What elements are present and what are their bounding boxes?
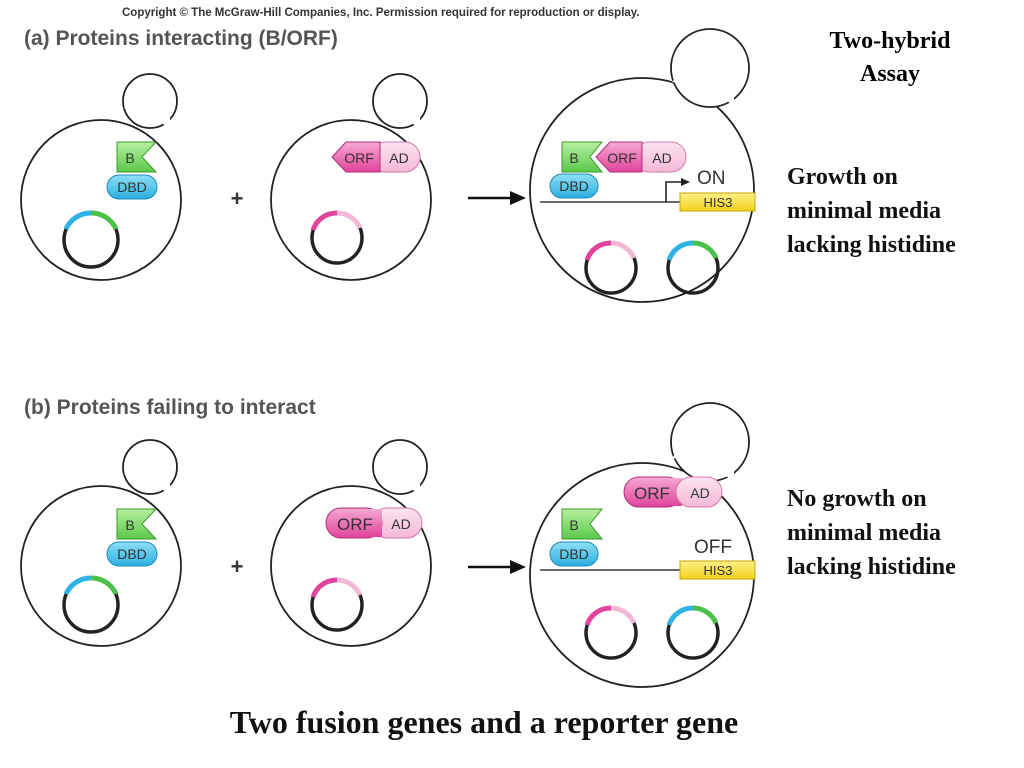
slide-caption: Two fusion genes and a reporter gene <box>229 704 739 740</box>
ad-protein: AD <box>371 507 423 539</box>
panel-b-diploid-cell: ORF AD HIS3 OFF DBD B <box>529 402 756 688</box>
panel-b-heading: (b) Proteins failing to interact <box>24 396 316 419</box>
arrow-a <box>468 191 526 205</box>
arrow-b <box>468 560 526 574</box>
ad-label: AD <box>690 485 709 501</box>
panel-b-prey-cell: AD ORF <box>270 439 432 647</box>
panel-a-result: Growth on minimal media lacking histidin… <box>787 160 956 262</box>
panel-b-result: No growth on minimal media lacking histi… <box>787 482 956 584</box>
bait-plasmid <box>62 210 120 269</box>
bait-label: B <box>125 150 134 166</box>
copyright-notice: Copyright © The McGraw-Hill Companies, I… <box>122 7 640 19</box>
assay-title-line-1: Two-hybrid <box>829 28 951 54</box>
bait-label: B <box>125 517 134 533</box>
plus-sign-b: + <box>231 554 244 579</box>
bait-plasmid <box>666 240 720 295</box>
panel-a-prey-cell: AD ORF <box>270 73 432 281</box>
panel-b-result-line-1: No growth on <box>787 486 927 512</box>
dbd-protein: DBD <box>549 541 599 567</box>
dbd-protein: DBD <box>106 174 158 200</box>
orf-protein: ORF <box>325 507 383 539</box>
panel-a-heading: (a) Proteins interacting (B/ORF) <box>24 27 338 50</box>
prey-plasmid <box>310 577 364 632</box>
panel-a-result-line-1: Growth on <box>787 164 898 190</box>
plus-sign-a: + <box>231 186 244 211</box>
bait-plasmid <box>62 575 120 634</box>
ad-label: AD <box>652 150 671 166</box>
ad-protein: AD <box>369 141 421 173</box>
bait-label: B <box>569 150 578 166</box>
transcription-arrow <box>665 178 690 202</box>
panel-b-bait-cell: DBD B <box>20 439 182 647</box>
assay-title-line-2: Assay <box>859 61 920 87</box>
dbd-label: DBD <box>117 179 147 195</box>
orf-label: ORF <box>607 150 637 166</box>
bait-protein: B <box>116 141 158 173</box>
prey-plasmid <box>584 240 638 295</box>
orf-label: ORF <box>634 484 670 503</box>
panel-b-result-line-3: lacking histidine <box>787 554 956 580</box>
orf-protein: ORF <box>595 141 643 173</box>
ad-label: AD <box>389 150 408 166</box>
dbd-protein: DBD <box>549 173 599 199</box>
his3-label: HIS3 <box>704 195 733 210</box>
prey-plasmid <box>584 605 638 660</box>
orf-protein: ORF <box>331 141 381 173</box>
panel-a-result-line-3: lacking histidine <box>787 232 956 258</box>
bait-label: B <box>569 517 578 533</box>
panel-b-result-line-2: minimal media <box>787 520 941 546</box>
state-on-label: ON <box>697 168 726 189</box>
orf-protein: ORF <box>623 476 683 508</box>
panel-a-bait-cell: DBD B <box>20 73 182 281</box>
ad-protein: AD <box>675 476 723 508</box>
his3-label: HIS3 <box>704 563 733 578</box>
state-off-label: OFF <box>694 537 732 558</box>
bait-protein: B <box>116 508 158 540</box>
panel-a-result-line-2: minimal media <box>787 198 941 224</box>
bait-plasmid <box>666 605 720 660</box>
orf-label: ORF <box>344 150 374 166</box>
ad-protein: AD <box>633 141 687 173</box>
dbd-label: DBD <box>117 546 147 562</box>
orf-label: ORF <box>337 515 373 534</box>
prey-plasmid <box>310 210 364 265</box>
assay-title: Two-hybrid Assay <box>800 25 980 91</box>
bait-protein: B <box>561 508 604 540</box>
his3-reporter-gene: HIS3 <box>679 560 756 580</box>
dbd-label: DBD <box>559 546 589 562</box>
bait-protein: B <box>561 141 604 173</box>
his3-reporter-gene: HIS3 <box>679 192 756 212</box>
ad-label: AD <box>391 516 410 532</box>
dbd-label: DBD <box>559 178 589 194</box>
panel-a-diploid-cell: HIS3 ON DBD B AD ORF <box>529 28 756 303</box>
dbd-protein: DBD <box>106 541 158 567</box>
